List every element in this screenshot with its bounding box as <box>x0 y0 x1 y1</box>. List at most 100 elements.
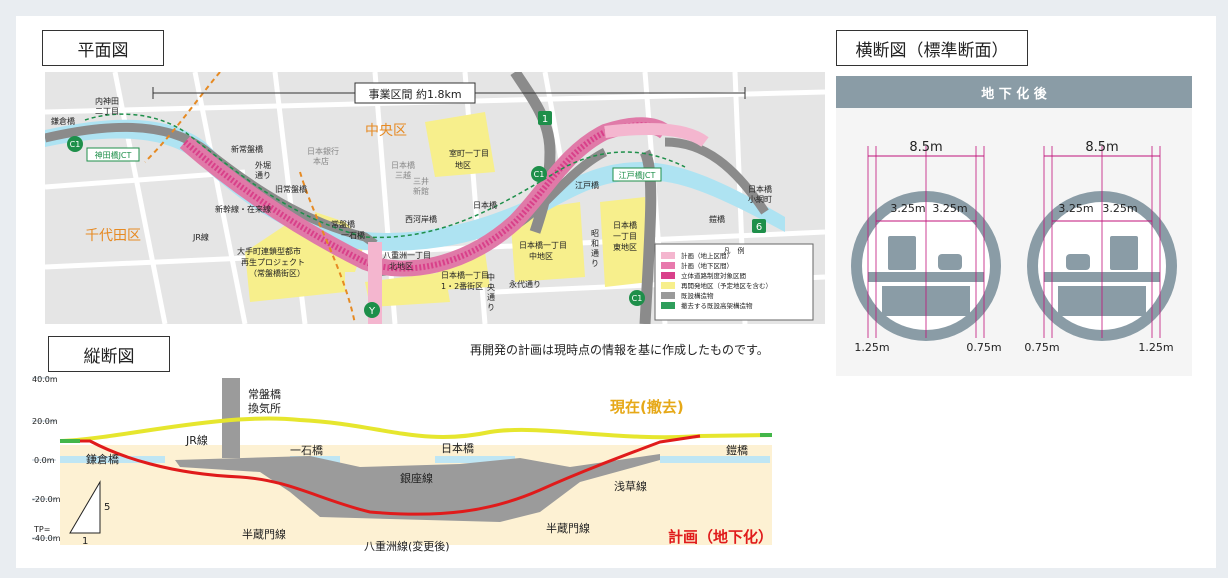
width-labels: 8.5m 8.5m <box>909 140 1118 155</box>
shoulder-label-4: 1.25m <box>1138 341 1173 354</box>
label-chuo-dori-2: 央 <box>487 282 495 292</box>
label-mitsui-1: 三井 <box>413 176 429 186</box>
lane-label-2: 3.25m <box>932 202 967 215</box>
jr-line-left <box>144 72 221 163</box>
label-uchikanda-1: 内神田 <box>95 96 119 106</box>
c1-badge-south <box>629 290 645 306</box>
route1-badge-text: 1 <box>542 114 548 125</box>
redevelopment-nb1-naka <box>510 202 585 282</box>
route1-badge <box>538 111 552 125</box>
label-nb1-east-1: 日本橋 <box>613 220 637 230</box>
tunnel-right <box>1027 146 1177 341</box>
redevelopment-note: 再開発の計画は現時点の情報を基に作成したものです。 <box>470 343 769 357</box>
label-mitsui-2: 新館 <box>413 186 429 196</box>
edobashi-jct-label: 江戸橋JCT <box>619 170 656 180</box>
plan-legend: 凡 例 計画（地上区間）計画（地下区間）立体道路制度対象区間再開発地区（予定地区… <box>654 243 814 321</box>
legend-swatch-3 <box>661 272 675 279</box>
label-yoroi: 鎧橋 <box>709 214 725 224</box>
label-nb1-east-3: 東地区 <box>613 242 637 252</box>
label-showa-3: 通 <box>591 248 599 258</box>
label-boj-2: 本店 <box>313 156 329 166</box>
redevelopment-nb1-east <box>600 197 650 287</box>
label-kamakura: 鎌倉橋 <box>51 116 75 126</box>
redevelopment-muromachi <box>425 112 495 177</box>
shoulder-labels: 1.25m 0.75m 0.75m 1.25m <box>854 341 1173 354</box>
label-otemachi-2: 再生プロジェクト <box>241 257 305 267</box>
special-road-section <box>183 122 667 272</box>
lane-label-3: 3.25m <box>1058 202 1093 215</box>
truck <box>1110 236 1138 270</box>
tunnel-left <box>851 146 1001 341</box>
kandabashi-jct-box <box>86 147 140 162</box>
label-edobashi: 江戸橋 <box>575 180 599 190</box>
shoulder-label-3: 0.75m <box>1024 341 1059 354</box>
removed-viaduct <box>84 113 686 239</box>
label-ichikoku: 一石橋 <box>341 230 365 240</box>
width-label-right: 8.5m <box>1085 140 1118 155</box>
shoulder-label-2: 0.75m <box>966 341 1001 354</box>
c1-badge-south-text: C1 <box>632 294 643 303</box>
c1-badge-west <box>67 136 83 152</box>
asakusa-label: 浅草線 <box>614 479 647 493</box>
current-route-line <box>59 416 773 443</box>
cross-section-header <box>836 76 1192 108</box>
kandabashi-jct-label: 神田橋JCT <box>95 150 132 160</box>
label-shinkansen: 新幹線・在来線 <box>215 204 271 214</box>
hanzomon-b-label: 半蔵門線 <box>546 521 590 535</box>
label-koami-2: 小網町 <box>748 194 772 204</box>
vent-label-2: 換気所 <box>248 401 281 415</box>
c1-badge-west-text: C1 <box>70 140 81 149</box>
elev-40: 40.0m <box>32 375 58 384</box>
c1-badge-center-text: C1 <box>534 170 545 179</box>
label-showa-2: 和 <box>591 239 599 248</box>
ventilation-tower <box>222 378 240 458</box>
label-sotobori-1: 外堀 <box>255 160 271 170</box>
label-showa-1: 昭 <box>591 229 599 238</box>
label-shinjokiban: 新常盤橋 <box>231 144 263 154</box>
legend-swatch-1 <box>661 252 675 259</box>
label-nb1-east-2: 一丁目 <box>613 232 637 241</box>
ginza-label: 銀座線 <box>400 471 433 485</box>
slope-vertical: 5 <box>104 502 110 513</box>
label-nb1-naka-2: 中地区 <box>529 251 553 261</box>
label-mitsukoshi-2: 三越 <box>395 170 411 180</box>
nihonbashi-label: 日本橋 <box>441 441 474 455</box>
label-showa-4: り <box>591 259 599 268</box>
c1-badge-center <box>531 166 547 182</box>
legend-label-3: 立体道路制度対象区間 <box>681 271 746 280</box>
jr-label: JR線 <box>185 433 208 447</box>
vent-label-1: 常盤橋 <box>248 387 281 401</box>
yoroi-label: 鎧橋 <box>726 443 748 457</box>
cross-section-header-text: 地 下 化 後 <box>981 86 1048 102</box>
route-badges: C1 C1 C1 1 6 Y <box>67 111 766 318</box>
elev-m20: -20.0m <box>32 495 61 504</box>
car <box>938 254 962 270</box>
current-label: 現在(撤去) <box>610 398 684 416</box>
label-muromachi-2: 地区 <box>455 160 471 170</box>
legend-box <box>654 243 814 321</box>
route6-badge-text: 6 <box>756 222 762 233</box>
slope-horizontal: 1 <box>82 536 88 547</box>
legend-swatch-6 <box>661 302 675 309</box>
cross-section-heading: 横断図（標準断面） <box>836 30 1028 66</box>
existing-highway-south <box>639 149 657 324</box>
route6-badge <box>752 219 766 233</box>
elev-0: 0.0m <box>34 456 55 465</box>
label-chuo-dori-3: 通 <box>487 292 495 302</box>
label-otemachi-1: 大手町連鎖型都市 <box>237 246 301 256</box>
plan-map: 事業区間 約1.8km 中央区 千代田区 鎌倉橋 内神田 二丁目 新常盤橋 外堀… <box>45 72 825 324</box>
label-yaesu-2: 北地区 <box>389 261 413 271</box>
label-muromachi-1: 室町一丁目 <box>449 148 489 158</box>
profile-labels: 常盤橋 換気所 JR線 鎌倉橋 一石橋 日本橋 鎧橋 銀座線 浅草線 半蔵門線 … <box>86 387 748 552</box>
label-koami-1: 日本橋 <box>748 184 772 194</box>
lane-label-4: 3.25m <box>1102 202 1137 215</box>
elevation-labels: 40.0m 20.0m 0.0m -20.0m TP= -40.0m <box>32 375 61 543</box>
plan-label: 計画（地下化） <box>668 528 773 546</box>
plan-view-heading: 平面図 <box>42 30 164 66</box>
legend-swatch-4 <box>661 282 675 289</box>
plan-surface-route <box>604 123 709 148</box>
legend-label-2: 計画（地下区間） <box>681 261 733 270</box>
lane-label-1: 3.25m <box>890 202 925 215</box>
truck <box>888 236 916 270</box>
